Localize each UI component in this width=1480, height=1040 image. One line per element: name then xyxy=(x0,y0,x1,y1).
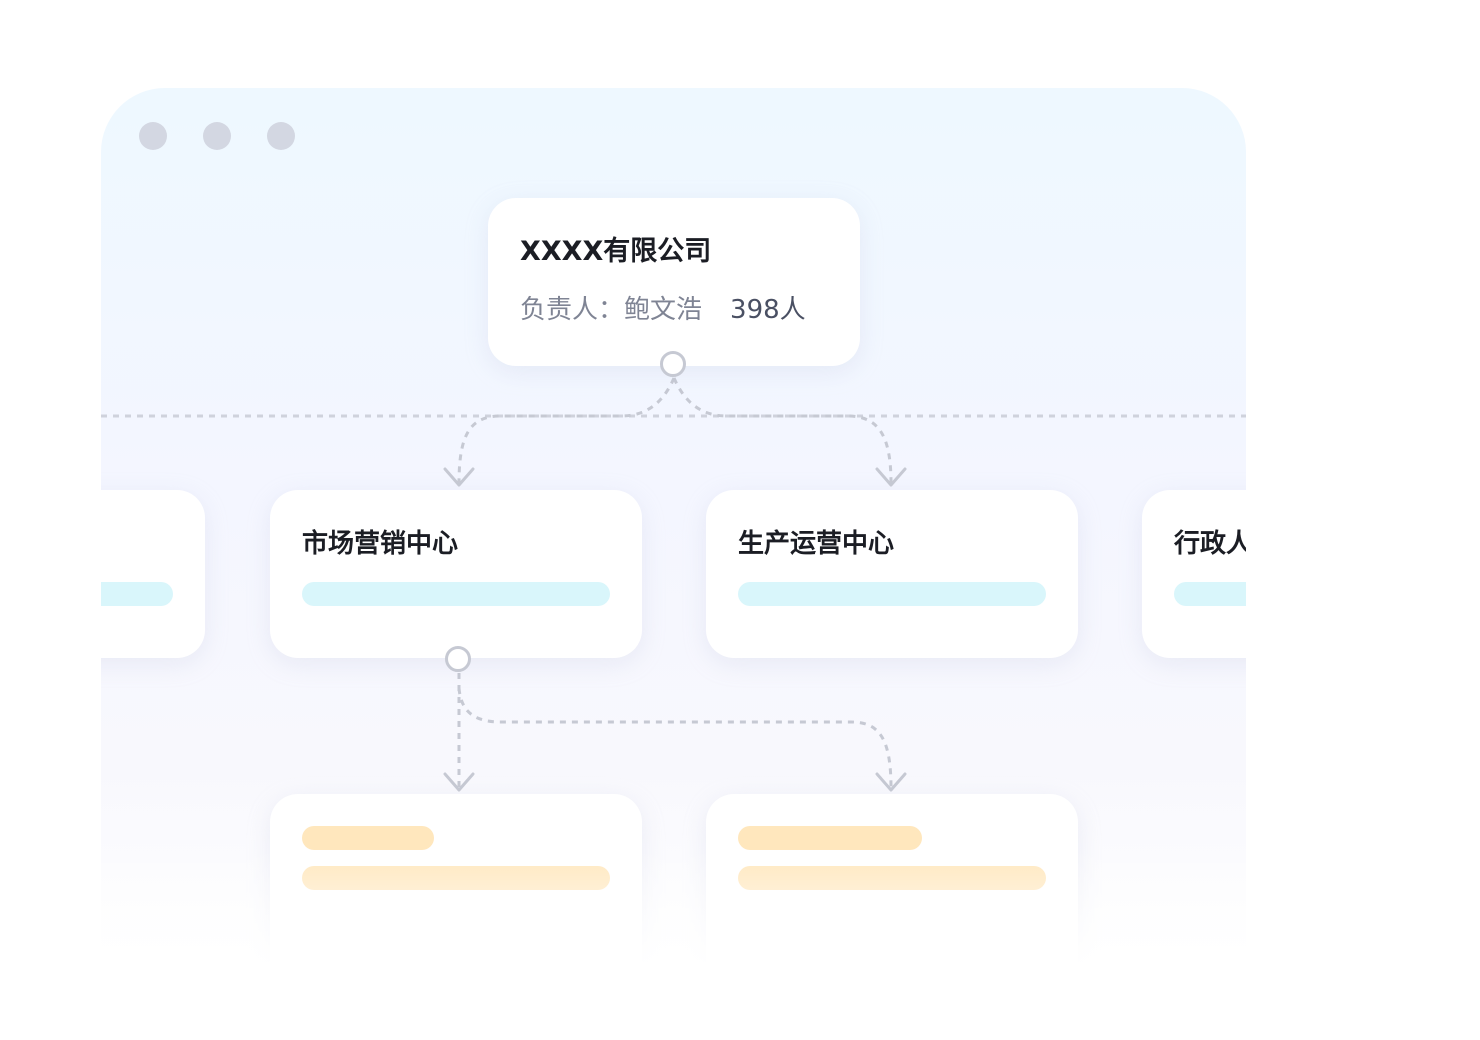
arrowhead-production xyxy=(875,467,907,487)
org-node-department[interactable]: 行政人 xyxy=(1142,490,1246,658)
org-connectors xyxy=(101,377,1246,792)
app-window: XXXX有限公司 负责人：鲍文浩 398人 市场营销中心 生产运营中心 行政人 xyxy=(101,88,1246,988)
manager-label: 负责人： xyxy=(520,295,625,325)
department-name: 行政人 xyxy=(1174,529,1246,559)
department-name: 生产运营中心 xyxy=(738,529,895,559)
manager-name: 鲍文浩 xyxy=(624,295,703,325)
org-node-department[interactable]: 市场营销中心 xyxy=(270,490,642,658)
placeholder-bar xyxy=(738,582,1046,606)
headcount: 398人 xyxy=(730,295,806,325)
placeholder-bar xyxy=(302,866,610,890)
placeholder-bar xyxy=(1174,582,1246,606)
placeholder-bar xyxy=(302,582,610,606)
placeholder-bar xyxy=(302,826,434,850)
department-name xyxy=(101,524,173,564)
connector-root-to-production xyxy=(672,377,893,484)
org-node-subdepartment[interactable] xyxy=(706,794,1078,988)
org-node-subdepartment[interactable] xyxy=(270,794,642,988)
arrowhead-sub-1 xyxy=(443,772,475,792)
org-node-department[interactable]: 生产运营中心 xyxy=(706,490,1078,658)
root-meta: 负责人：鲍文浩 398人 xyxy=(520,290,828,330)
expand-node-root[interactable] xyxy=(660,351,686,377)
connector-root-to-marketing xyxy=(457,377,676,484)
department-name: 市场营销中心 xyxy=(302,529,459,559)
window-control-dot[interactable] xyxy=(203,122,231,150)
window-controls xyxy=(139,122,295,150)
window-control-dot[interactable] xyxy=(267,122,295,150)
org-node-root[interactable]: XXXX有限公司 负责人：鲍文浩 398人 xyxy=(488,198,860,366)
window-control-dot[interactable] xyxy=(139,122,167,150)
company-name: XXXX有限公司 xyxy=(520,236,712,267)
org-node-department[interactable] xyxy=(101,490,205,658)
placeholder-bar xyxy=(738,826,922,850)
connector-marketing-to-sub-2 xyxy=(457,687,893,789)
placeholder-bar xyxy=(101,582,173,606)
arrowhead-marketing xyxy=(443,467,475,487)
placeholder-bar xyxy=(738,866,1046,890)
expand-node-marketing[interactable] xyxy=(445,646,471,672)
arrowhead-sub-2 xyxy=(875,772,907,792)
